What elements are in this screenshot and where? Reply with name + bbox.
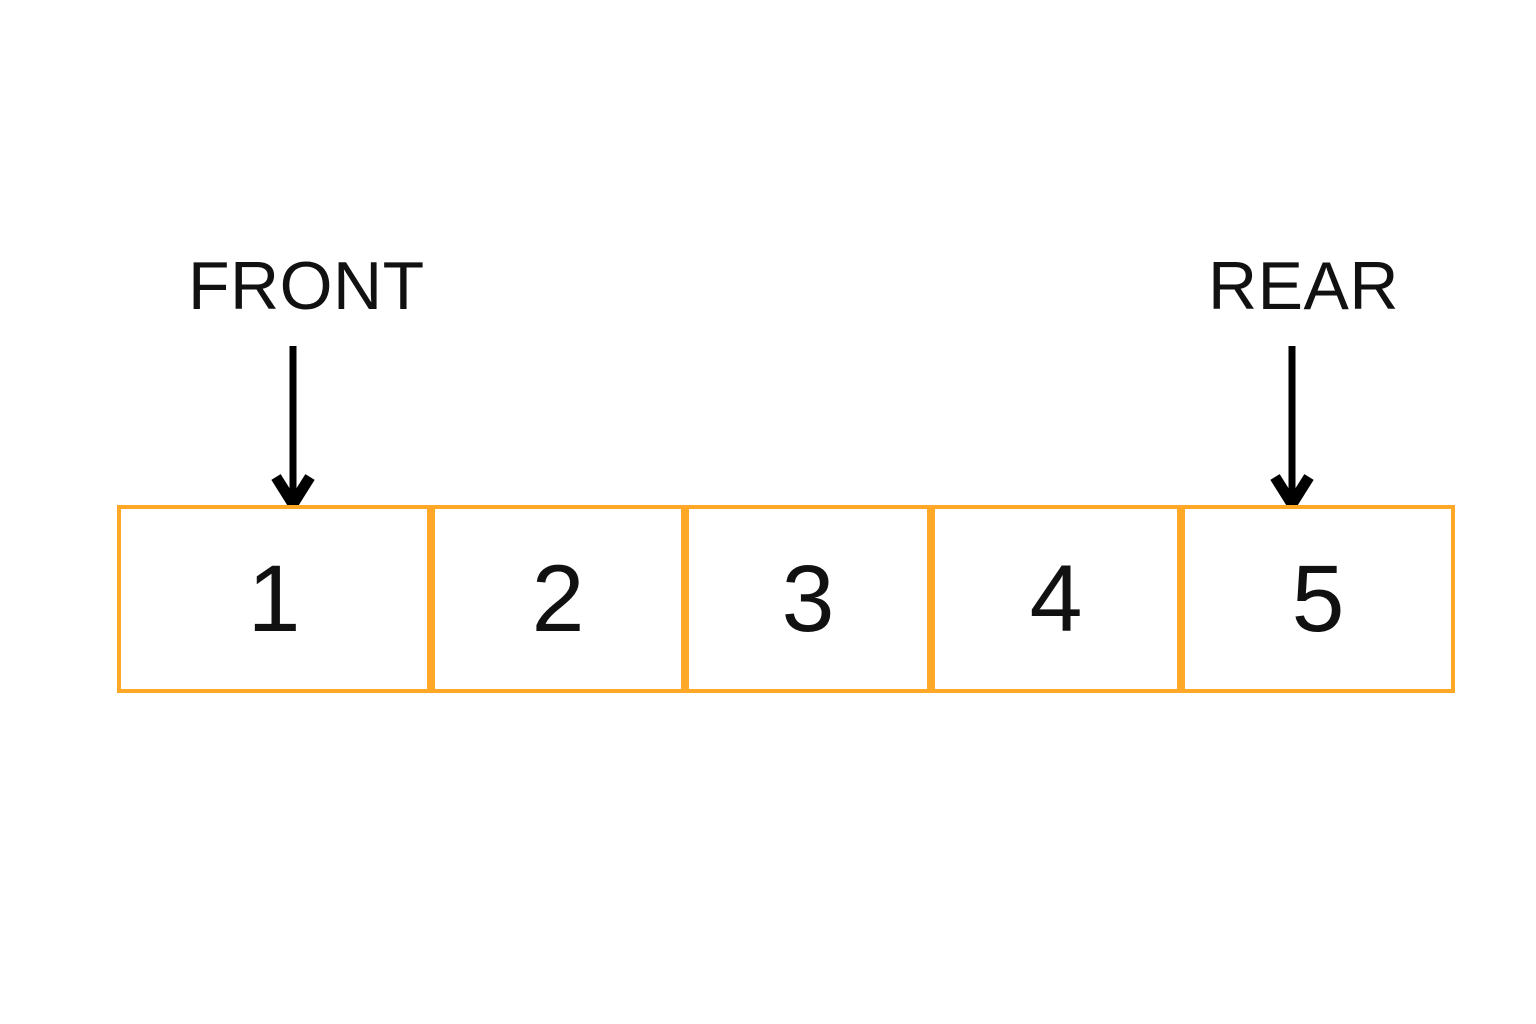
queue-cell[interactable]: 2	[431, 505, 685, 693]
queue-cell[interactable]: 5	[1181, 505, 1455, 693]
arrow-down-icon	[263, 344, 323, 515]
front-pointer-label: FRONT	[188, 248, 425, 324]
queue-cell-value: 5	[1291, 545, 1345, 652]
queue-cell-value: 3	[781, 545, 835, 652]
arrow-down-icon	[1262, 344, 1322, 515]
queue-cell[interactable]: 3	[685, 505, 931, 693]
queue-cell[interactable]: 4	[931, 505, 1181, 693]
rear-pointer-label: REAR	[1208, 248, 1399, 324]
queue-container: 1 2 3 4 5	[117, 505, 1455, 693]
queue-cell-value: 4	[1029, 545, 1083, 652]
queue-cell[interactable]: 1	[117, 505, 431, 693]
queue-cell-value: 1	[247, 545, 301, 652]
queue-cell-value: 2	[531, 545, 585, 652]
